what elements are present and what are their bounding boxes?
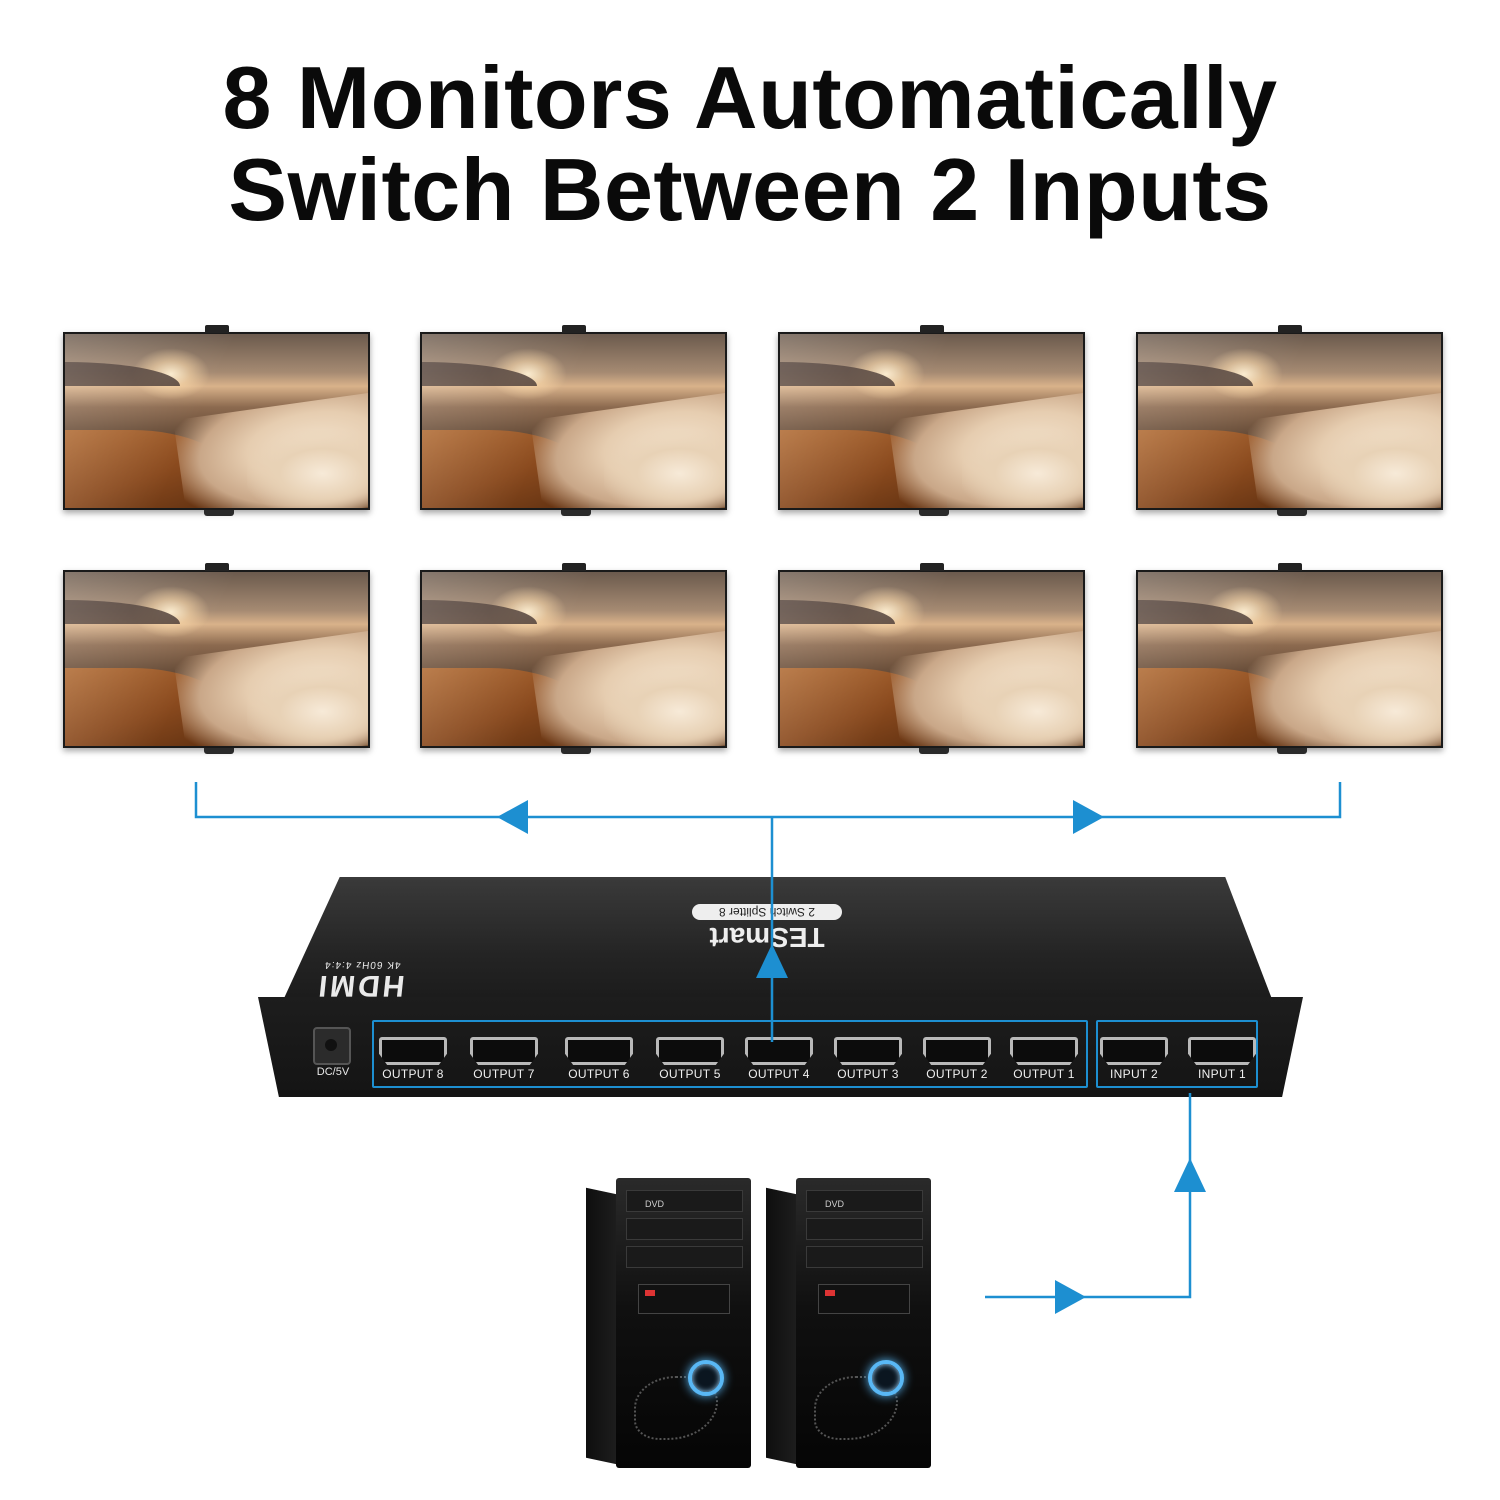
monitor-screen xyxy=(422,572,725,746)
output-1-label: OUTPUT 1 xyxy=(1013,1067,1075,1081)
output-7-port xyxy=(470,1037,538,1065)
input-2-port xyxy=(1100,1037,1168,1065)
diagram-title: 8 Monitors Automatically Switch Between … xyxy=(0,52,1500,236)
monitor-8 xyxy=(1136,563,1443,754)
output-2-port xyxy=(923,1037,991,1065)
monitor-screen xyxy=(1138,334,1441,508)
monitor-stand xyxy=(561,748,592,754)
drive-bay xyxy=(806,1246,923,1268)
monitor-camera xyxy=(919,563,944,571)
monitor-2 xyxy=(420,325,727,516)
monitor-1 xyxy=(63,325,370,516)
output-4-port xyxy=(745,1037,813,1065)
dvd-drive-bay: DVD xyxy=(806,1190,923,1212)
pc-to-input-line xyxy=(985,1093,1192,1299)
title-line-2: Switch Between 2 Inputs xyxy=(228,140,1272,239)
drive-bay xyxy=(626,1218,743,1240)
monitor-stand xyxy=(919,748,950,754)
power-button-icon xyxy=(868,1360,904,1396)
monitor-camera xyxy=(1277,563,1302,571)
dvd-logo: DVD xyxy=(645,1199,665,1209)
monitor-camera xyxy=(1277,325,1302,333)
monitor-camera xyxy=(561,563,586,571)
arrow-right-icon xyxy=(1073,800,1104,834)
monitor-screen xyxy=(1138,572,1441,746)
output-5-label: OUTPUT 5 xyxy=(659,1067,721,1081)
output-3-label: OUTPUT 3 xyxy=(837,1067,899,1081)
output-6-port xyxy=(565,1037,633,1065)
decorative-swirl xyxy=(634,1376,718,1440)
monitor-camera xyxy=(919,325,944,333)
monitor-screen xyxy=(65,572,368,746)
monitor-screen xyxy=(780,572,1083,746)
outputs-group-box xyxy=(372,1020,1088,1088)
arrow-up-icon xyxy=(756,944,788,978)
output-5-port xyxy=(656,1037,724,1065)
power-button-icon xyxy=(688,1360,724,1396)
monitor-screen xyxy=(65,334,368,508)
monitor-camera xyxy=(561,325,586,333)
monitor-stand xyxy=(204,748,235,754)
pc-front-panel: DVD xyxy=(616,1178,751,1468)
output-3-port xyxy=(834,1037,902,1065)
front-io-panel xyxy=(638,1284,730,1314)
monitor-screen xyxy=(780,334,1083,508)
monitor-camera xyxy=(204,563,229,571)
dc-power-jack xyxy=(313,1027,351,1065)
drive-bay xyxy=(626,1246,743,1268)
monitor-7 xyxy=(778,563,1085,754)
decorative-swirl xyxy=(814,1376,898,1440)
output-6-label: OUTPUT 6 xyxy=(568,1067,630,1081)
input-1-port xyxy=(1188,1037,1256,1065)
device-top-panel xyxy=(280,877,1275,1007)
output-7-label: OUTPUT 7 xyxy=(473,1067,535,1081)
arrow-up-icon xyxy=(1174,1158,1206,1192)
monitor-stand xyxy=(1277,748,1308,754)
output-distribution-line xyxy=(194,782,1342,819)
input-2-label: INPUT 2 xyxy=(1110,1067,1158,1081)
monitor-3 xyxy=(778,325,1085,516)
output-2-label: OUTPUT 2 xyxy=(926,1067,988,1081)
output-4-label: OUTPUT 4 xyxy=(748,1067,810,1081)
output-8-label: OUTPUT 8 xyxy=(382,1067,444,1081)
monitor-stand xyxy=(1277,510,1308,516)
input-1-label: INPUT 1 xyxy=(1198,1067,1246,1081)
pc-front-panel: DVD xyxy=(796,1178,931,1468)
pc-tower-1: DVD xyxy=(586,1178,751,1468)
output-8-port xyxy=(379,1037,447,1065)
monitor-camera xyxy=(204,325,229,333)
monitor-4 xyxy=(1136,325,1443,516)
drive-bay xyxy=(806,1218,923,1240)
monitor-stand xyxy=(919,510,950,516)
dc-label: DC/5V xyxy=(316,1066,350,1078)
front-io-panel xyxy=(818,1284,910,1314)
pc-tower-2: DVD xyxy=(766,1178,931,1468)
inputs-group-box xyxy=(1096,1020,1258,1088)
monitor-5 xyxy=(63,563,370,754)
monitor-screen xyxy=(422,334,725,508)
monitor-6 xyxy=(420,563,727,754)
dvd-drive-bay: DVD xyxy=(626,1190,743,1212)
dvd-logo: DVD xyxy=(825,1199,845,1209)
monitor-stand xyxy=(561,510,592,516)
monitor-stand xyxy=(204,510,235,516)
status-led xyxy=(825,1290,835,1296)
arrow-left-icon xyxy=(497,800,528,834)
title-line-1: 8 Monitors Automatically xyxy=(222,48,1278,147)
output-1-port xyxy=(1010,1037,1078,1065)
status-led xyxy=(645,1290,655,1296)
arrow-right-icon xyxy=(1055,1280,1086,1314)
